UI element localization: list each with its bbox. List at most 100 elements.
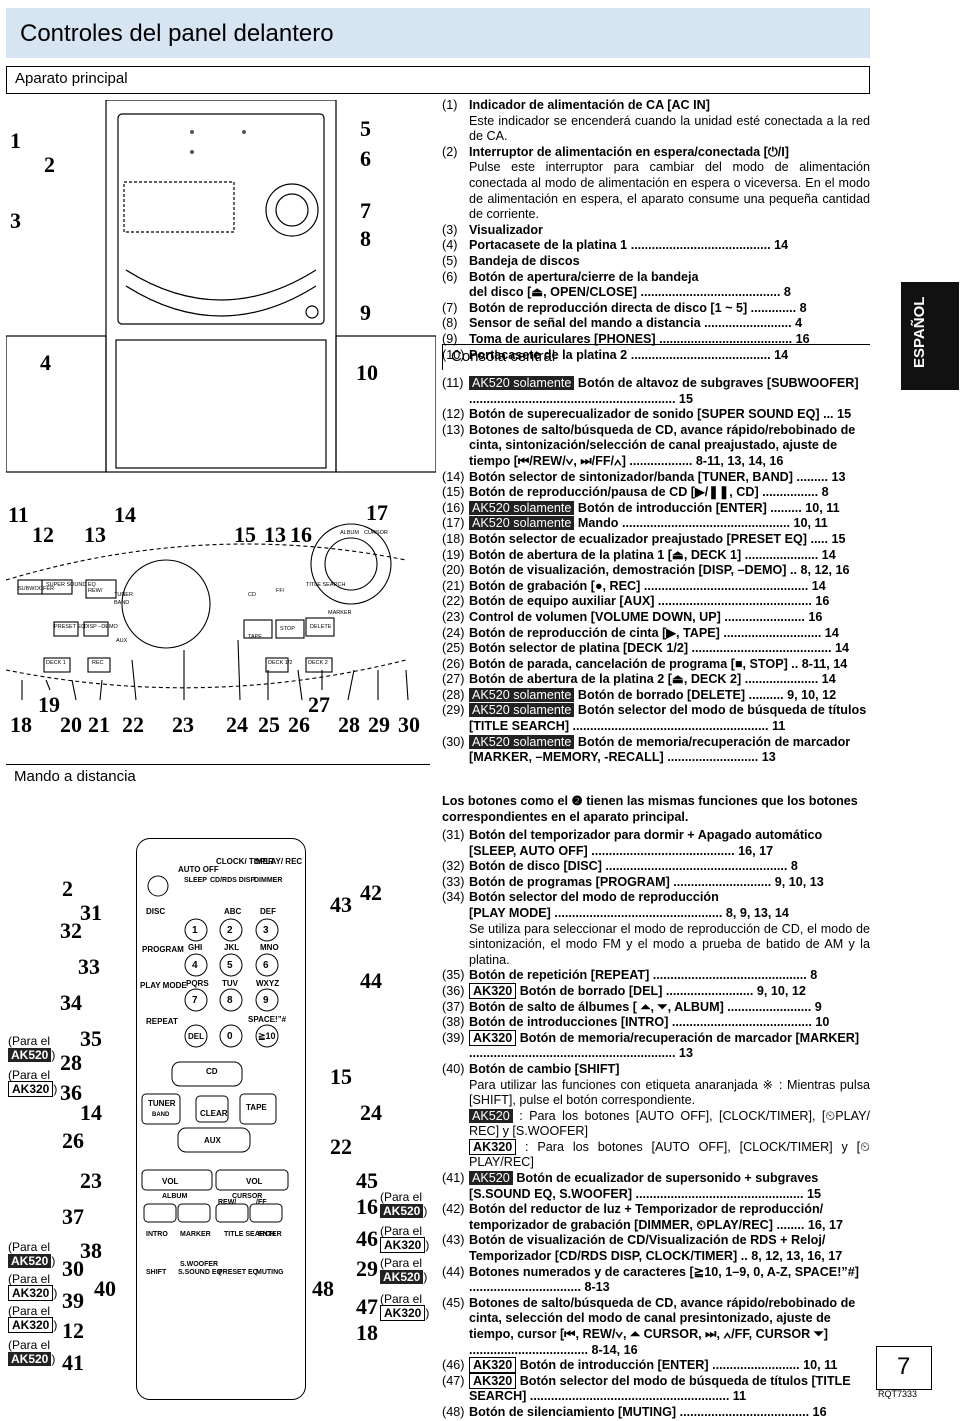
item-label: Botón de equipo auxiliar [AUX] .........… xyxy=(469,594,870,610)
remote-key-0[interactable]: 0 xyxy=(227,1031,233,1042)
list-item: (21)Botón de grabación [●, REC] ........… xyxy=(442,579,870,595)
remote-key-5[interactable]: 5 xyxy=(227,960,233,971)
list-item: (26)Botón de parada, cancelación de prog… xyxy=(442,657,870,673)
item-label: AK520 solamente Botón selector del modo … xyxy=(469,703,870,734)
callout-43: 43 xyxy=(330,892,352,917)
doc-code: RQT7333 xyxy=(878,1389,918,1399)
remote-label-band: BAND xyxy=(152,1112,170,1118)
remote-label-disc: DISC xyxy=(146,907,165,916)
item-number: (23) xyxy=(442,609,465,624)
item-label-text: [PLAY MODE] ............................… xyxy=(469,905,789,920)
item-number xyxy=(442,285,469,301)
prefix-text: (Para el xyxy=(380,1256,423,1270)
unit-label-rec: REC xyxy=(92,660,104,666)
remote-label-vol-plus: VOL xyxy=(246,1177,263,1186)
remote-key-8[interactable]: 8 xyxy=(227,995,233,1006)
callout-6: 6 xyxy=(360,146,371,171)
remote-label-cdrds: CD/RDS DISP xyxy=(210,877,255,884)
remote-key-del[interactable]: DEL xyxy=(188,1032,204,1041)
unit-label-subwoofer: SUBWOOFER xyxy=(18,586,54,592)
unit-label-tape: TAPE xyxy=(248,634,262,640)
item-number: (42) xyxy=(442,1202,465,1217)
remote-label-swoofer: S.WOOFER xyxy=(180,1261,218,1268)
list-item: (19)Botón de abertura de la platina 1 [⏏… xyxy=(442,548,870,564)
list-item: (24)Botón de reproducción de cinta [▶, T… xyxy=(442,626,870,642)
item-label: AK320 Botón selector del modo de búsqued… xyxy=(469,1372,870,1405)
item-label-text: Botón selector del modo de reproducción xyxy=(469,890,719,905)
item-label: Botón de silenciamiento [MUTING] .......… xyxy=(469,1405,870,1421)
item-number: (28) xyxy=(442,687,465,702)
item-number: (20) xyxy=(442,563,465,578)
remote-key-6[interactable]: 6 xyxy=(263,960,269,971)
callout-r-12: 12 xyxy=(62,1318,84,1343)
remote-label-def: DEF xyxy=(260,907,276,916)
model-tag: AK520 xyxy=(469,1108,513,1123)
item-number: (34) xyxy=(442,890,465,905)
item-description: Este indicador se encenderá cuando la un… xyxy=(469,113,870,144)
item-label: Indicador de alimentación de CA [AC IN] xyxy=(469,98,870,114)
item-label-text: Botón de parada, cancelación de programa… xyxy=(469,656,848,671)
section-title-main: Aparato principal xyxy=(15,70,128,87)
item-label-text: Botón de introducciones [INTRO] ........… xyxy=(469,1015,830,1030)
model-tag: AK520 xyxy=(380,1270,424,1284)
item-label: Botón de cambio [SHIFT] xyxy=(469,1062,870,1078)
unit-label-cd: CD xyxy=(248,592,256,598)
list-item: (8)Sensor de señal del mando a distancia… xyxy=(442,316,870,332)
list-item: (48)Botón de silenciamiento [MUTING] ...… xyxy=(442,1405,870,1421)
remote-key-9[interactable]: 9 xyxy=(263,995,269,1006)
remote-key-4[interactable]: 4 xyxy=(192,960,198,971)
item-label-text: Botón de altavoz de subgraves [SUBWOOFER… xyxy=(469,376,859,406)
remote-label-vol-minus: VOL xyxy=(162,1177,179,1186)
remote-key-10[interactable]: ≧10 xyxy=(258,1031,276,1041)
item-description: Se utiliza para seleccionar el modo de r… xyxy=(469,921,870,967)
prefix-text: (Para el xyxy=(380,1224,423,1238)
remote-label-tuner: TUNER xyxy=(148,1099,176,1108)
item-label-text: Botón de memoria/recuperación de marcado… xyxy=(469,1030,860,1061)
callout-9: 9 xyxy=(360,300,371,325)
item-number: (25) xyxy=(442,641,465,656)
item-label: Control de volumen [VOLUME DOWN, UP] ...… xyxy=(469,610,870,626)
model-tag: AK520 xyxy=(8,1352,52,1366)
item-label: Sensor de señal del mando a distancia ..… xyxy=(469,316,870,332)
item-label: Botón de grabación [●, REC] ............… xyxy=(469,579,870,595)
callout-16: 16 xyxy=(290,522,312,547)
model-tag: AK320 xyxy=(469,1372,517,1389)
callout-32: 32 xyxy=(60,918,82,943)
list-item: (32)Botón de disco [DISC] ..............… xyxy=(442,859,870,875)
remote-key-7[interactable]: 7 xyxy=(192,995,198,1006)
item-label-text: Botón de borrado [DEL] .................… xyxy=(519,983,806,998)
model-tag: AK320 xyxy=(380,1305,426,1321)
list-item: (20)Botón de visualización, demostración… xyxy=(442,563,870,579)
model-tag: AK520 solamente xyxy=(469,703,575,718)
page-number-box: 7 xyxy=(876,1346,932,1390)
unit-label-album: ALBUM xyxy=(340,530,359,536)
item-number: (14) xyxy=(442,469,465,484)
section-header-main-unit: Aparato principal xyxy=(6,66,870,94)
callout-29: 29 xyxy=(368,712,390,737)
remote-key-2[interactable]: 2 xyxy=(227,925,233,936)
item-label: Botones numerados y de caracteres [≧10, … xyxy=(469,1265,870,1296)
remote-body xyxy=(136,838,306,1400)
model-tag: AK320 xyxy=(8,1285,54,1301)
prefix-text: (Para el xyxy=(8,1034,51,1048)
unit-label-deck1: DECK 1 xyxy=(46,660,66,666)
remote-key-1[interactable]: 1 xyxy=(192,925,198,936)
model-tag: AK520 solamente xyxy=(469,687,575,702)
callout-38: 38 xyxy=(80,1238,102,1263)
remote-key-3[interactable]: 3 xyxy=(263,925,269,936)
callout-r-22: 22 xyxy=(330,1134,352,1159)
remote-label-repeat: REPEAT xyxy=(146,1017,178,1026)
unit-label-ff: FF/ xyxy=(276,588,285,594)
item-label: AK520 solamente Mando ..................… xyxy=(469,516,870,532)
item-label-text: Botón de reproducción directa de disco [… xyxy=(469,300,807,315)
callout-27: 27 xyxy=(308,692,330,717)
callout-14: 14 xyxy=(114,502,136,527)
callout-10: 10 xyxy=(356,360,378,385)
item-label: Bandeja de discos xyxy=(469,254,870,270)
callout-28: 28 xyxy=(338,712,360,737)
remote-label-mno: MNO xyxy=(260,943,279,952)
list-item: (17)AK520 solamente Mando ..............… xyxy=(442,516,870,532)
unit-label-ssound: SUPER SOUND EQ xyxy=(46,582,97,588)
remote-list: (31)Botón del temporizador para dormir +… xyxy=(442,828,870,1421)
